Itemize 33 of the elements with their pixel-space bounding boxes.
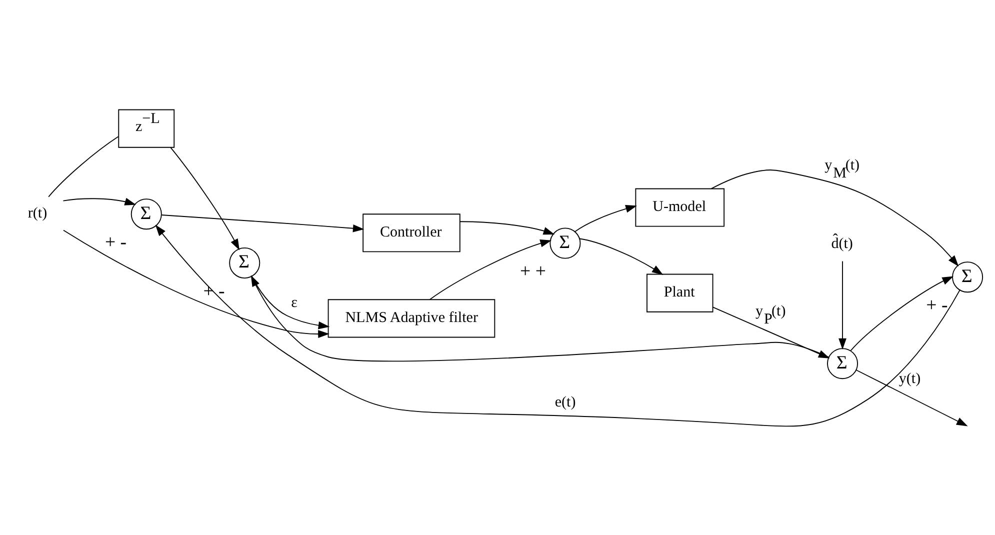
node-circle: Σ <box>827 348 858 379</box>
node-box: Plant <box>646 273 714 312</box>
node-label: + - <box>105 231 127 252</box>
arrow <box>579 238 664 274</box>
arrow <box>574 204 637 232</box>
arrow <box>710 169 959 266</box>
node-circle: Σ <box>130 198 162 230</box>
node-circle: Σ <box>229 246 260 278</box>
arrow <box>62 197 136 205</box>
node-label: + - <box>926 294 948 316</box>
connector <box>48 136 119 197</box>
arrow <box>155 224 960 426</box>
node-label: + - <box>203 280 225 302</box>
node-circle: Σ <box>952 261 984 292</box>
arrow <box>161 214 364 232</box>
arrow <box>429 239 552 300</box>
node-box: NLMS Adaptive filter <box>328 298 496 338</box>
arrow <box>63 229 330 338</box>
arrow <box>170 146 240 250</box>
node-circle: Σ <box>550 227 581 258</box>
arrow <box>856 369 968 426</box>
node-label: + + <box>520 260 546 282</box>
arrow <box>838 260 846 350</box>
arrow <box>460 220 555 234</box>
edge-label: ε <box>291 294 298 310</box>
arrow <box>251 275 330 329</box>
node-text: d̂(t) <box>831 235 853 252</box>
node-text: r(t) <box>28 205 48 222</box>
node-box: U-model <box>635 188 725 226</box>
edge-label: e(t) <box>554 394 576 410</box>
node-box: Controller <box>362 213 460 252</box>
arrow <box>850 276 954 351</box>
edge-label: y(t) <box>898 370 921 387</box>
